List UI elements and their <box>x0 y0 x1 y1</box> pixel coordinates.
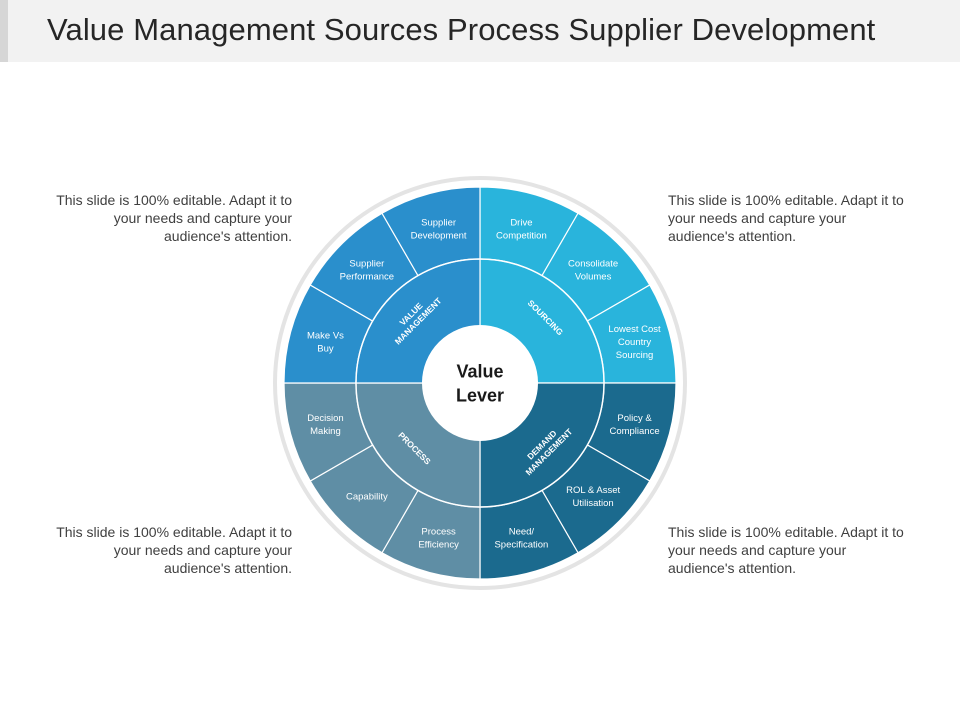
note-top-right: This slide is 100% editable. Adapt it to… <box>668 192 904 244</box>
segment-label: Policy &Compliance <box>609 413 659 437</box>
note-bottom-left: This slide is 100% editable. Adapt it to… <box>56 524 292 576</box>
note-top-left: This slide is 100% editable. Adapt it to… <box>56 192 292 244</box>
title-accent-bar <box>0 0 8 62</box>
ring-divider <box>355 258 605 508</box>
segment-label: Need/Specification <box>494 526 548 550</box>
center-circle <box>422 325 538 441</box>
slide-title: Value Management Sources Process Supplie… <box>47 12 876 47</box>
title-bar: Value Management Sources Process Supplie… <box>0 0 960 62</box>
note-bottom-right: This slide is 100% editable. Adapt it to… <box>668 524 904 576</box>
segment-label: Capability <box>346 491 388 502</box>
